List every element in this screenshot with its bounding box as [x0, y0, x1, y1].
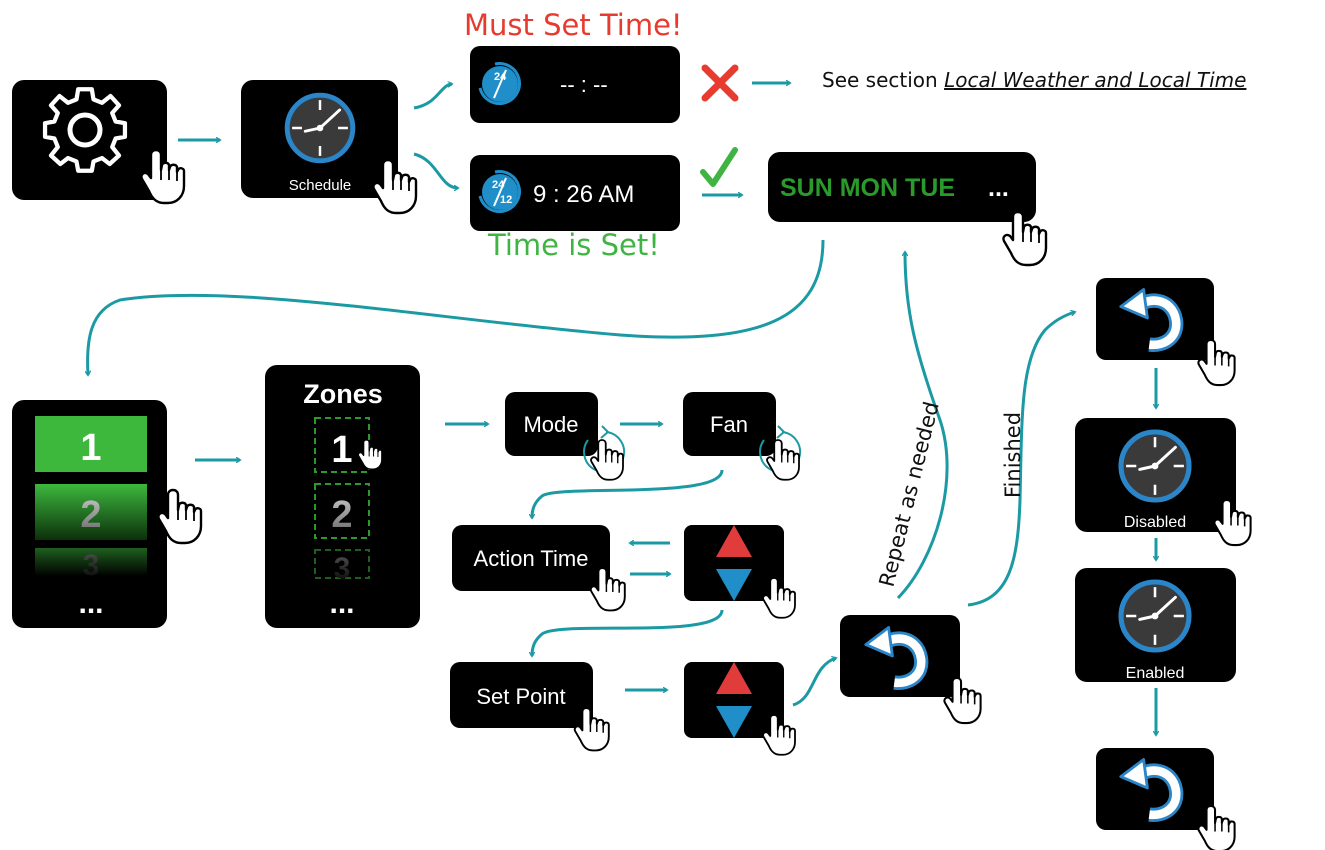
time-unset-value: -- : -- [560, 72, 608, 97]
zone-item [314, 483, 370, 539]
action-time-button[interactable]: Action Time [452, 525, 626, 612]
see-section-note: See section Local Weather and Local Time [822, 68, 1247, 92]
schedule-enabled-button[interactable]: Enabled [1075, 568, 1236, 682]
schedule-disabled-button[interactable]: Disabled [1075, 418, 1252, 547]
schedule-button[interactable]: Schedule [241, 80, 418, 215]
settings-button[interactable] [12, 80, 186, 205]
zones-title: Zones [303, 379, 383, 409]
time-is-set-label: Time is Set! [488, 228, 660, 262]
time-set-display: 24 12 9 : 26 AM [470, 155, 680, 231]
flow-arrow [413, 84, 452, 110]
repeat-label: Repeat as needed [875, 399, 944, 589]
flow-arrow [88, 239, 825, 375]
clock-icon [1121, 582, 1189, 650]
svg-text:12: 12 [500, 194, 512, 206]
svg-text:24: 24 [494, 71, 507, 83]
svg-text:Action Time: Action Time [474, 546, 589, 571]
gear-icon [42, 87, 128, 173]
flow-arrow [413, 152, 458, 188]
back-button[interactable] [1096, 278, 1236, 387]
svg-text:2: 2 [80, 494, 101, 536]
zone-list-item [35, 484, 147, 540]
cross-icon [701, 64, 739, 102]
days-ellipsis: ... [988, 174, 1009, 202]
schedule-label: Schedule [289, 177, 352, 194]
flow-arrow [896, 252, 949, 600]
finished-label: Finished [1001, 412, 1025, 498]
svg-text:3: 3 [83, 549, 100, 582]
flow-arrow [967, 312, 1075, 607]
svg-text:3: 3 [334, 552, 351, 585]
status-label: Disabled [1124, 514, 1186, 531]
clock-icon [1121, 432, 1189, 500]
back-button[interactable] [840, 615, 982, 725]
set-point-button[interactable]: Set Point [450, 662, 610, 752]
zone-list-more: ... [78, 587, 103, 620]
section-link[interactable]: Local Weather and Local Time [944, 68, 1247, 92]
adjust-time-button[interactable] [684, 525, 796, 619]
svg-text:1: 1 [80, 427, 101, 469]
svg-text:2: 2 [331, 494, 352, 536]
svg-text:24: 24 [492, 179, 505, 191]
fan-button[interactable]: Fan [683, 392, 802, 481]
flow-arrow [532, 469, 724, 518]
time-unset-display: 24 -- : -- [470, 46, 680, 123]
svg-text:1: 1 [331, 429, 352, 471]
svg-text:Set Point: Set Point [476, 684, 565, 709]
clock-icon [287, 95, 353, 161]
flow-arrow [792, 658, 836, 707]
zone-list-item [35, 416, 147, 472]
time-set-value: 9 : 26 AM [533, 181, 634, 208]
zone-list-item [35, 548, 147, 576]
adjust-setpoint-button[interactable] [684, 662, 796, 756]
svg-text:Mode: Mode [523, 412, 578, 437]
svg-text:Fan: Fan [710, 412, 748, 437]
zones-more: ... [329, 587, 354, 620]
must-set-time-label: Must Set Time! [464, 8, 683, 42]
check-icon [700, 147, 738, 187]
days-selector-button[interactable]: SUN MON TUE ... [768, 152, 1048, 267]
flow-arrow [532, 609, 724, 656]
zone-item [314, 549, 370, 579]
status-label: Enabled [1126, 665, 1185, 682]
back-button[interactable] [1096, 748, 1236, 850]
zones-panel[interactable]: Zones 1 2 3 ... [265, 365, 420, 628]
mode-button[interactable]: Mode [505, 392, 626, 481]
zone-list-panel[interactable]: 1 2 3 ... [12, 400, 203, 628]
days-text: SUN MON TUE [780, 174, 955, 202]
